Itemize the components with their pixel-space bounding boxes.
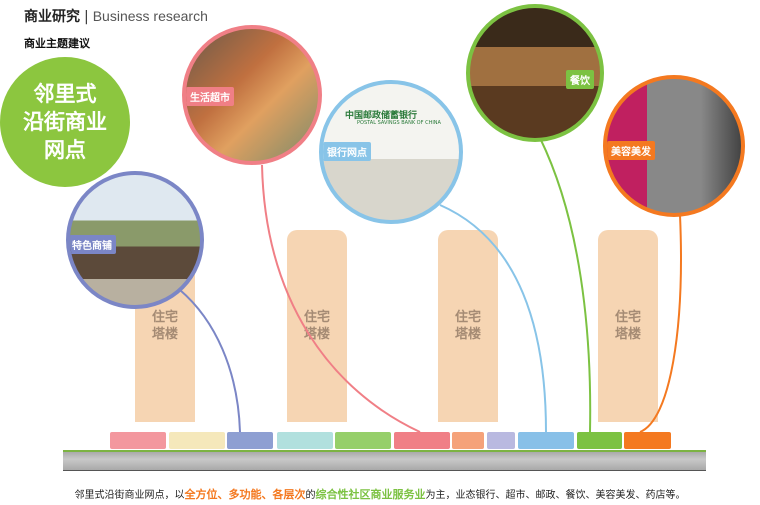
- shop-block: [487, 432, 515, 449]
- photo-restaurant: 餐饮: [466, 4, 604, 142]
- connector-line: [439, 204, 547, 433]
- circle-label: 银行网点: [323, 142, 371, 161]
- connector-line: [261, 164, 421, 433]
- circle-label: 餐饮: [566, 70, 594, 89]
- bank-sign: 中国邮政储蓄银行: [345, 111, 418, 121]
- residential-tower: 住宅塔楼: [438, 230, 498, 422]
- circle-label: 生活超市: [186, 87, 234, 106]
- ground-slab: [63, 450, 706, 471]
- shop-block: [452, 432, 484, 449]
- shop-block: [335, 432, 391, 449]
- photo-supermarket: 生活超市: [182, 25, 322, 165]
- main-concept-circle: 邻里式沿街商业网点: [0, 57, 130, 187]
- photo-beauty-salon: 美容美发: [603, 75, 745, 217]
- shop-block: [277, 432, 333, 449]
- shop-block: [394, 432, 450, 449]
- page-title: 商业研究|Business research: [24, 8, 208, 25]
- connector-line: [539, 137, 592, 433]
- circle-label: 美容美发: [607, 141, 655, 160]
- shop-block: [577, 432, 622, 449]
- shop-block: [227, 432, 273, 449]
- residential-tower: 住宅塔楼: [598, 230, 658, 422]
- residential-tower: 住宅塔楼: [287, 230, 347, 422]
- shop-block: [169, 432, 225, 449]
- shop-block: [624, 432, 671, 449]
- connector-line: [179, 289, 241, 433]
- shop-block: [518, 432, 574, 449]
- shop-block: [110, 432, 166, 449]
- footer-caption: 邻里式沿街商业网点，以全方位、多功能、各层次的综合性社区商业服务业为主，业态银行…: [74, 488, 686, 501]
- section-title: 商业主题建议: [24, 37, 90, 50]
- photo-specialty-shops: 特色商铺: [66, 171, 204, 309]
- bank-sign-en: POSTAL SAVINGS BANK OF CHINA: [357, 120, 441, 126]
- connector-line: [639, 214, 682, 433]
- circle-label: 特色商铺: [70, 235, 116, 254]
- photo-bank: 中国邮政储蓄银行 POSTAL SAVINGS BANK OF CHINA 银行…: [319, 80, 463, 224]
